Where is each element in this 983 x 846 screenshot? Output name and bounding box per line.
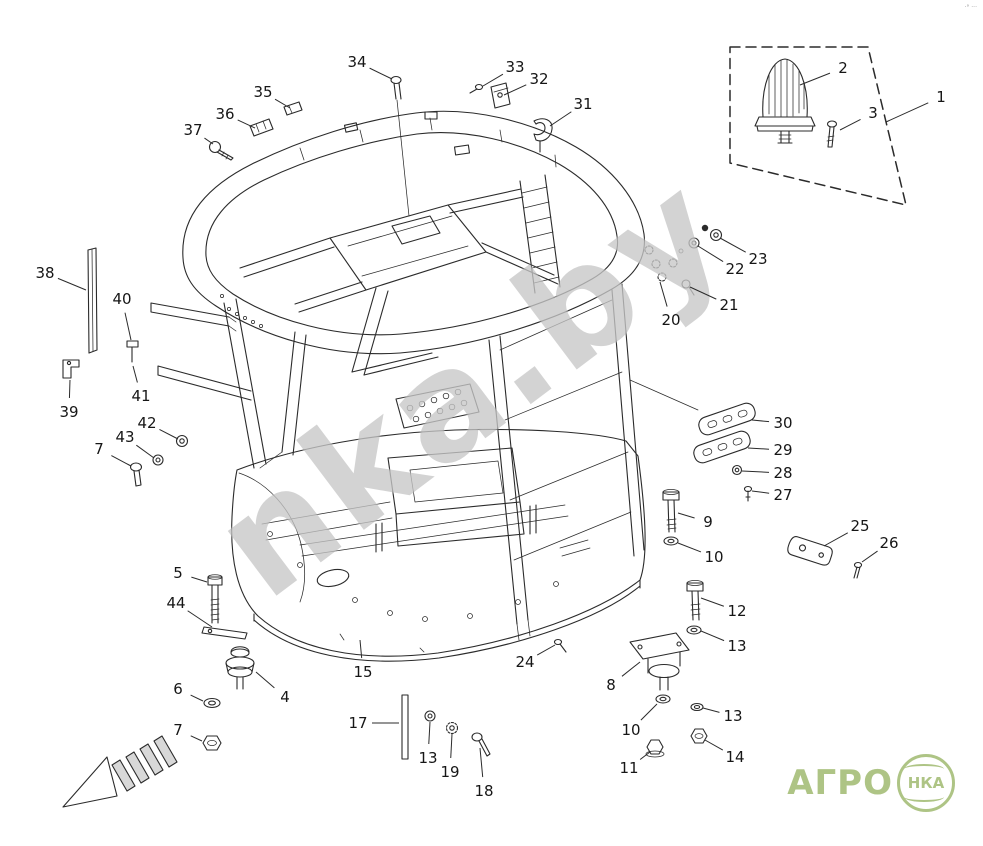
logo-text-agro: АГРО	[787, 763, 893, 803]
part-40-stud	[126, 340, 139, 363]
logo-text-nka: НКА	[907, 774, 945, 792]
part-11-flange-nut	[645, 739, 665, 758]
part-33-screw	[469, 83, 484, 94]
part-7-nut-lower	[202, 735, 222, 751]
roof-cross-members	[239, 188, 559, 376]
part-32-bracket	[490, 82, 511, 109]
part-21-screw	[681, 279, 695, 296]
assembly-line-plates	[629, 379, 699, 411]
direction-arrow-marker	[62, 735, 178, 808]
part-38-trim-strip	[87, 247, 98, 354]
part-31-hook-bracket	[533, 118, 553, 153]
roof-frame	[182, 110, 646, 355]
corner-mark: ·° ···	[964, 4, 977, 11]
part-26-screw	[853, 561, 863, 579]
part-36-clamp	[249, 118, 274, 137]
part-42-washer	[175, 434, 189, 448]
rear-ladder-panel	[519, 174, 561, 294]
part-30-slotted-plate	[698, 402, 756, 436]
part-23-washer	[701, 224, 723, 242]
part-35-clamp	[283, 101, 303, 116]
part-22-washer	[688, 237, 700, 249]
part-44-shim-strip	[201, 626, 248, 640]
part-2-beacon-lamp	[754, 58, 816, 144]
cab-pillars	[150, 283, 645, 625]
part-6-washer	[203, 697, 221, 709]
part-7-bolt-left	[129, 462, 143, 487]
agronka-logo: АГРО НКА	[787, 754, 955, 812]
part-34-bolt	[390, 75, 410, 217]
part-25-latch-plate	[787, 536, 833, 566]
part-5-bolt	[207, 574, 223, 624]
part-13-washer-b	[690, 702, 704, 712]
part-10-washer-upper	[663, 536, 679, 546]
part-19-lock-washer	[445, 721, 459, 735]
part-10-washer-lower	[655, 694, 671, 704]
part-13-washer-a	[686, 625, 702, 635]
part-37-bolt	[208, 140, 234, 161]
part-27-screw	[743, 485, 753, 502]
part-8-isolator-mount	[629, 632, 690, 691]
part-24-screw	[553, 638, 567, 653]
part-28-washer	[731, 464, 743, 476]
part-17-pin	[401, 694, 409, 760]
part-18-bolt	[471, 732, 491, 757]
logo-circle: НКА	[897, 754, 955, 812]
part-43-washer	[152, 454, 164, 466]
part-3-fastener	[826, 120, 838, 148]
part-13-washer-c	[424, 710, 436, 722]
logo-leaf-bottom-icon	[904, 792, 944, 802]
part-4-isolator	[225, 646, 255, 690]
part-20-lock-washers	[644, 245, 684, 282]
part-39-bracket	[62, 359, 80, 379]
part-9-bolt	[662, 489, 680, 533]
dashed-option-box	[729, 46, 907, 206]
part-14-nut	[690, 728, 708, 744]
part-12-bolt	[686, 580, 704, 621]
part-15-floor-pan	[231, 383, 646, 662]
logo-leaf-top-icon	[904, 764, 944, 774]
part-29-slotted-plate	[693, 430, 751, 464]
